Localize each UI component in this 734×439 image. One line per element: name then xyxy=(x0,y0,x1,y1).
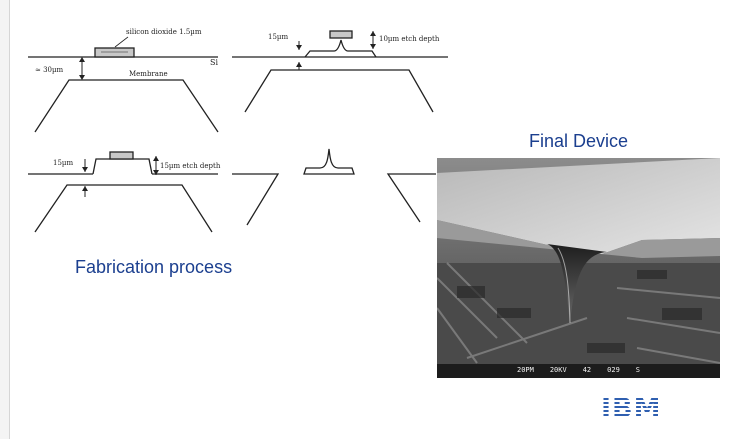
label-d2-left: 15µm xyxy=(268,33,288,41)
d2-etch-arrowhead-bottom xyxy=(370,44,376,49)
d3-pillar xyxy=(92,158,153,175)
d4-right-wall xyxy=(386,173,436,223)
label-oxide: silicon dioxide 1.5µm xyxy=(126,28,202,36)
d2-arrowhead-top xyxy=(296,45,302,50)
sem-mag: 42 xyxy=(582,366,592,374)
d3-etch-arrowhead-top xyxy=(153,156,159,161)
label-depth-30: ≈ 30µm xyxy=(35,66,64,74)
d3-oxide-cap xyxy=(109,151,134,160)
sem-image xyxy=(437,158,720,378)
label-d3-right: 15µm etch depth xyxy=(160,162,221,170)
d2-etch-arrowhead-top xyxy=(370,31,376,36)
d3-cavity xyxy=(34,184,213,233)
d1-arrowhead-top xyxy=(79,57,85,62)
sem-scale: 20PM xyxy=(516,366,534,374)
d1-membrane-cavity xyxy=(34,79,219,133)
d4-left-wall xyxy=(232,173,280,226)
label-d2-right: 10µm etch depth xyxy=(379,35,440,43)
d2-oxide-cap xyxy=(329,30,353,39)
caption-fabrication: Fabrication process xyxy=(75,257,233,277)
d2-cavity xyxy=(244,69,434,113)
d1-oxide-block xyxy=(94,47,135,58)
sem-mode: S xyxy=(635,366,641,374)
sem-voltage: 20KV xyxy=(549,366,567,374)
slide-left-edge xyxy=(0,0,10,439)
d1-arrowhead-bottom xyxy=(79,75,85,80)
d1-oxide-pointer xyxy=(114,36,129,48)
label-d3-left: 15µm xyxy=(53,159,73,167)
caption-final-device: Final Device xyxy=(529,131,629,151)
ibm-logo-icon: IBM xyxy=(599,393,679,421)
d3-arrowhead-top xyxy=(82,167,88,172)
sem-info-bar: 20PM 20KV 42 029 S xyxy=(437,366,720,374)
d2-arrowhead-bottom xyxy=(296,62,302,67)
sem-micrograph: 20PM 20KV 42 029 S xyxy=(437,158,720,378)
d3-arrowhead-bottom xyxy=(82,186,88,191)
d2-tip-profile xyxy=(304,39,377,58)
d4-released-tip xyxy=(303,148,355,175)
label-si: Si xyxy=(210,58,218,67)
sem-frame: 029 xyxy=(607,366,620,374)
d3-etch-arrowhead-bottom xyxy=(153,170,159,175)
label-membrane: Membrane xyxy=(129,70,168,78)
